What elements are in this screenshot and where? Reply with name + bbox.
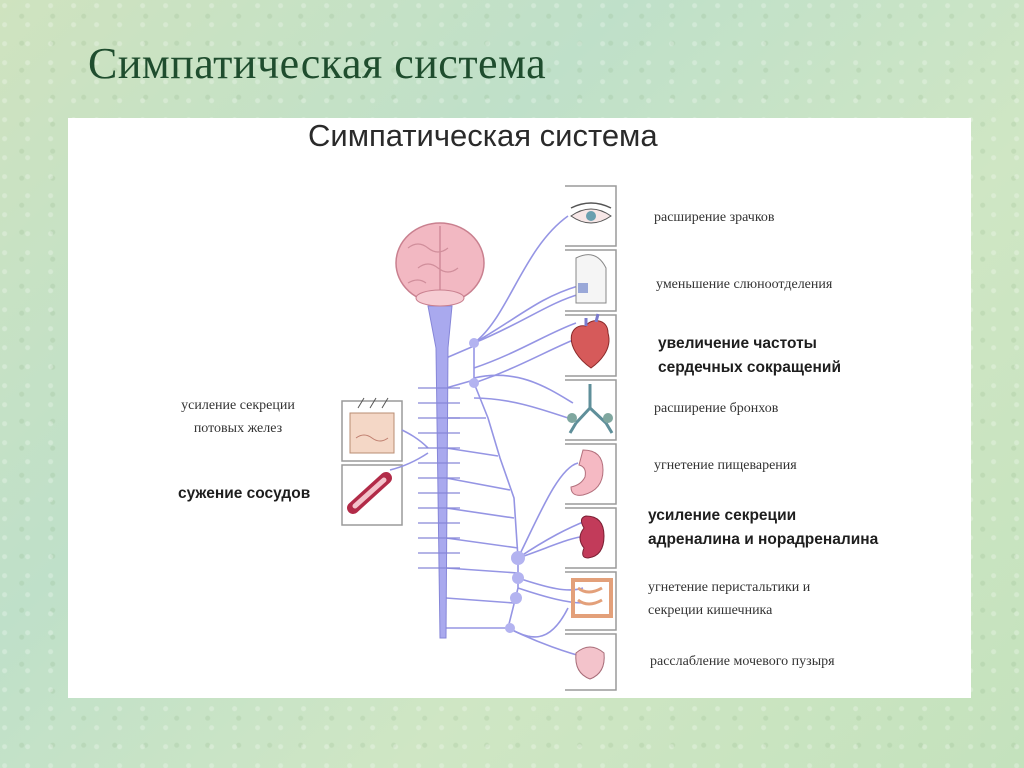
diagram-panel: Симпатическая система <box>68 118 971 698</box>
diagram-title: Симпатическая система <box>308 118 658 153</box>
heart-icon <box>570 313 610 369</box>
eye-icon <box>570 202 612 224</box>
brain-icon <box>395 222 485 307</box>
effect-label-heart-rate: увеличение частоты сердечных сокращений <box>658 335 841 376</box>
effect-label-bladder: расслабление мочевого пузыря <box>650 654 835 669</box>
blood-vessel-icon <box>347 472 392 514</box>
effect-label-sweat: усиление секреции потовых желез <box>181 398 295 436</box>
stomach-icon <box>570 449 604 496</box>
adrenal-kidney-icon <box>579 515 605 559</box>
effect-label-pupils: расширение зрачков <box>654 210 775 225</box>
nervous-system-diagram <box>341 185 617 691</box>
bladder-icon <box>575 646 605 680</box>
ganglia <box>469 338 525 633</box>
intestine-icon <box>571 578 613 618</box>
skin-sweat-gland-icon <box>349 397 395 454</box>
salivary-gland-icon <box>575 254 607 304</box>
spinal-cord <box>418 305 460 639</box>
organ-frames <box>341 185 617 691</box>
nerve-fibers <box>389 215 589 659</box>
effect-label-bronchi: расширение бронхов <box>654 401 779 416</box>
effect-label-vasoconstriction: сужение сосудов <box>178 485 311 502</box>
effect-label-salivation: уменьшение слюноотделения <box>656 277 833 292</box>
bronchi-icon <box>567 384 614 434</box>
effect-label-digestion: угнетение пищеварения <box>654 458 797 473</box>
effect-label-peristalsis: угнетение перистальтики и секреции кишеч… <box>648 580 811 618</box>
slide-title: Симпатическая система <box>88 39 547 88</box>
effect-label-adrenaline: усиление секреции адреналина и норадрена… <box>648 507 879 548</box>
